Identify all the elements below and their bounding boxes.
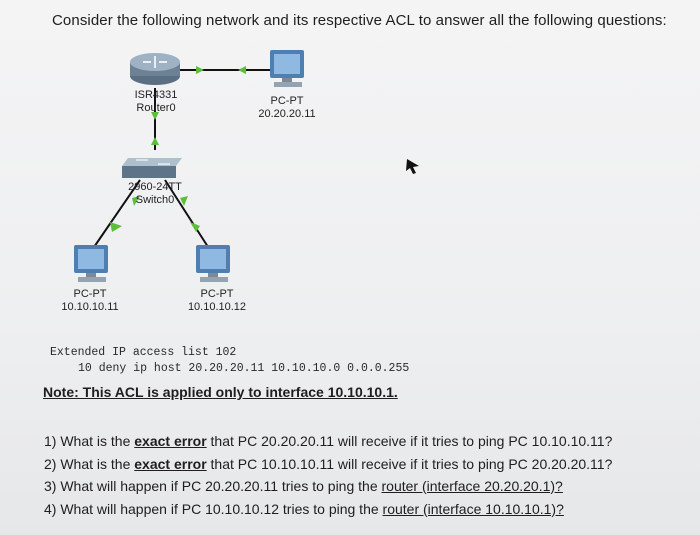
link-up-indicator <box>151 137 159 145</box>
question-1-post: that PC 20.20.20.11 will receive if it t… <box>206 433 613 449</box>
pc-top-icon <box>270 50 304 87</box>
question-2-pre: 2) What is the <box>44 455 135 472</box>
question-1: 1) What is the exact error that PC 20.20… <box>44 430 612 453</box>
router-icon <box>130 53 180 85</box>
cursor-icon <box>406 159 419 174</box>
switch-icon <box>122 158 182 178</box>
router-name: Router0 <box>136 102 176 114</box>
network-topology <box>74 50 419 282</box>
question-4-pre: 4) What will happen if PC 10.10.10.12 tr… <box>44 500 383 517</box>
link-up-indicator <box>190 222 200 232</box>
link-up-indicator <box>238 66 246 74</box>
switch-name: Switch0 <box>135 194 175 206</box>
question-3-link: router (interface 20.20.20.1)? <box>381 478 563 494</box>
link-switch-pc-right <box>164 179 211 251</box>
link-up-indicator <box>180 196 188 206</box>
pc-left-icon <box>74 245 108 282</box>
router-label: ISR4331 Router0 <box>132 89 180 115</box>
pc-top-ip: 20.20.20.11 <box>258 108 316 120</box>
acl-title: Extended IP access list 102 <box>50 346 237 359</box>
switch-label: 2960-24TT Switch0 <box>120 181 190 207</box>
link-up-indicator <box>196 66 204 74</box>
question-4-link: router (interface 10.10.10.1)? <box>382 500 564 517</box>
pc-left-ip: 10.10.10.11 <box>61 301 119 313</box>
pc-left-label: PC-PT 10.10.10.11 <box>55 288 125 314</box>
pc-right-ip: 10.10.10.12 <box>187 301 247 313</box>
question-4: 4) What will happen if PC 10.10.10.12 tr… <box>44 498 612 521</box>
link-up-indicator <box>151 112 159 120</box>
pc-right-type: PC-PT <box>200 288 234 300</box>
question-3: 3) What will happen if PC 20.20.20.11 tr… <box>44 475 612 498</box>
pc-left-type: PC-PT <box>73 288 107 300</box>
pc-top-label: PC-PT 20.20.20.11 <box>252 95 322 121</box>
pc-right-icon <box>196 245 230 282</box>
header-text: Consider the following network and its r… <box>52 12 667 29</box>
link-up-indicator <box>110 222 122 232</box>
router-model: ISR4331 <box>134 89 178 101</box>
question-3-pre: 3) What will happen if PC 20.20.20.11 tr… <box>44 478 382 494</box>
acl-rule: 10 deny ip host 20.20.20.11 10.10.10.0 0… <box>78 362 410 375</box>
question-1-emphasis: exact error <box>134 433 207 449</box>
acl-note: Note: This ACL is applied only to interf… <box>43 384 398 400</box>
question-2-emphasis: exact error <box>134 455 207 472</box>
question-1-pre: 1) What is the <box>44 433 135 449</box>
question-list: 1) What is the exact error that PC 20.20… <box>44 430 612 520</box>
pc-top-type: PC-PT <box>270 95 304 107</box>
question-2: 2) What is the exact error that PC 10.10… <box>44 453 612 476</box>
question-2-post: that PC 10.10.10.11 will receive if it t… <box>206 455 613 472</box>
link-up-indicator <box>132 196 140 206</box>
pc-right-label: PC-PT 10.10.10.12 <box>182 288 252 314</box>
switch-model: 2960-24TT <box>128 181 182 193</box>
link-switch-pc-left <box>91 179 141 251</box>
